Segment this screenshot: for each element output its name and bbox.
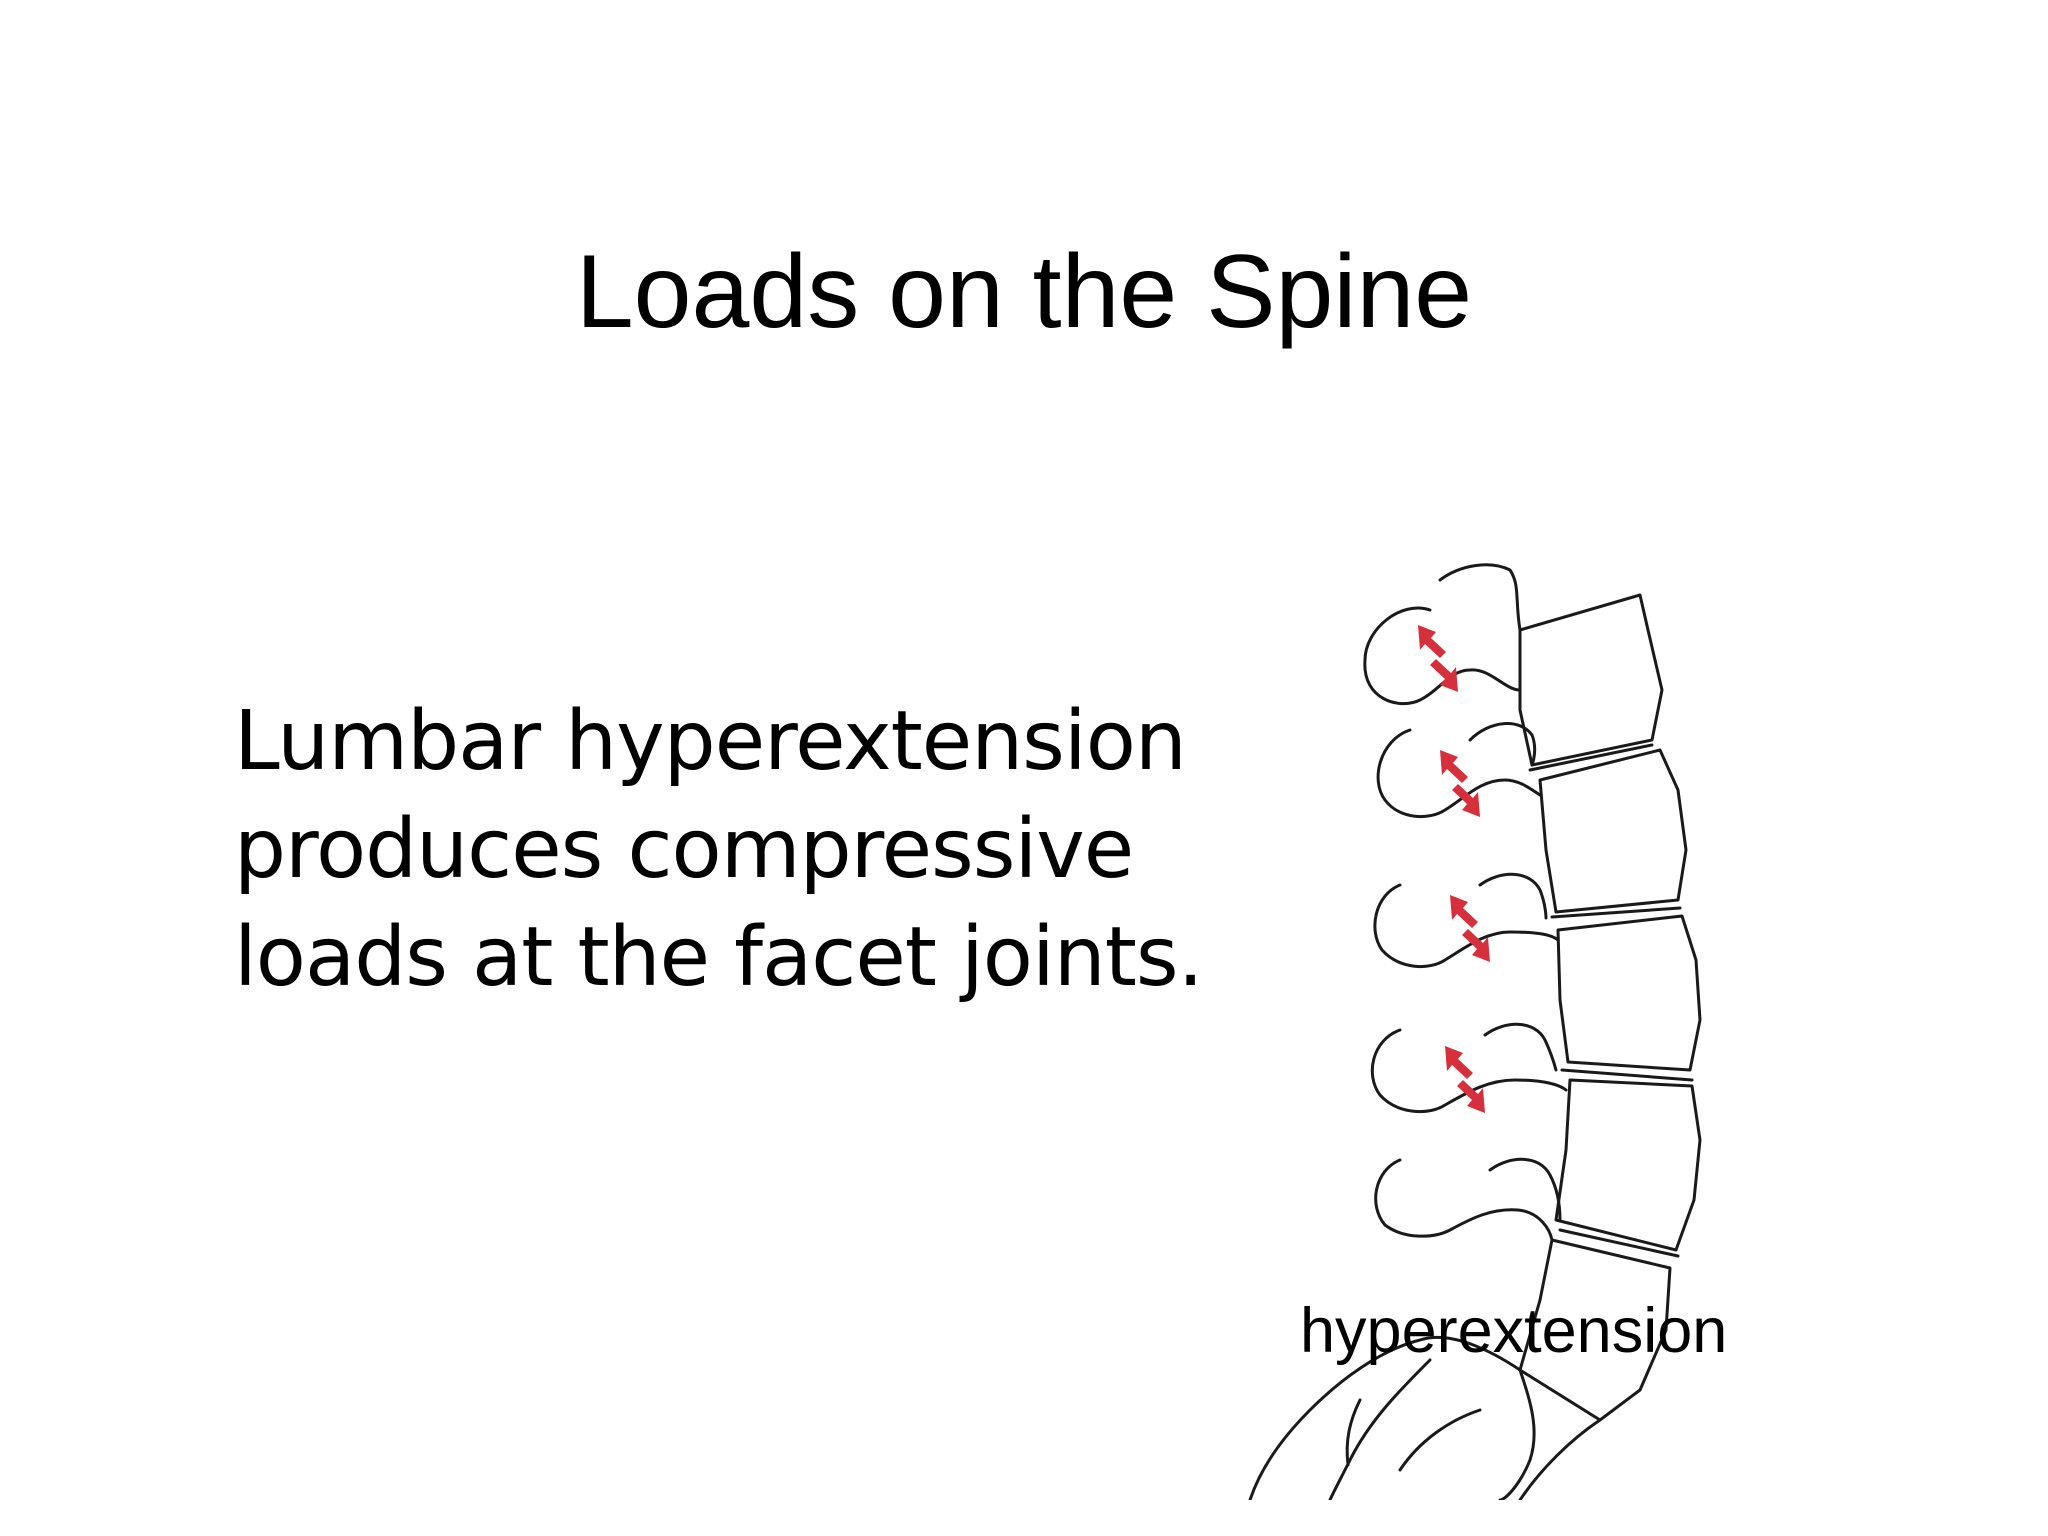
lumbar-spine-illustration: [1100, 540, 1800, 1500]
arrow-pair-3: [1450, 895, 1490, 962]
body-line-1: Lumbar hyperextension: [234, 694, 1187, 789]
facet-process-3: [1373, 883, 1560, 969]
facet-process-2: [1376, 728, 1542, 819]
slide-body-text: Lumbar hyperextension produces compressi…: [234, 688, 1294, 1012]
body-line-2: produces compressive: [234, 802, 1134, 897]
slide-title: Loads on the Spine: [575, 234, 1473, 350]
arrow-pair-2: [1440, 750, 1480, 817]
vertebral-body-l2: [1538, 748, 1688, 914]
arrow-pair-4: [1445, 1046, 1485, 1113]
arrow-pair-1: [1418, 625, 1458, 692]
load-arrows: [1418, 625, 1490, 1113]
vertebral-body-l3: [1556, 914, 1702, 1072]
facet-process-5: [1374, 1158, 1554, 1242]
figure-caption: hyperextension: [1300, 1296, 1728, 1366]
facet-process-4: [1370, 1028, 1568, 1114]
body-line-3: loads at the facet joints.: [234, 910, 1204, 1005]
vertebral-body-l4: [1554, 1078, 1702, 1252]
vertebral-body-l5: [1518, 1238, 1672, 1422]
facet-process-1: [1363, 606, 1522, 706]
vertebral-body-l1: [1518, 593, 1664, 767]
sacrum: [1248, 1335, 1522, 1500]
spine-drawing: [1248, 563, 1702, 1500]
